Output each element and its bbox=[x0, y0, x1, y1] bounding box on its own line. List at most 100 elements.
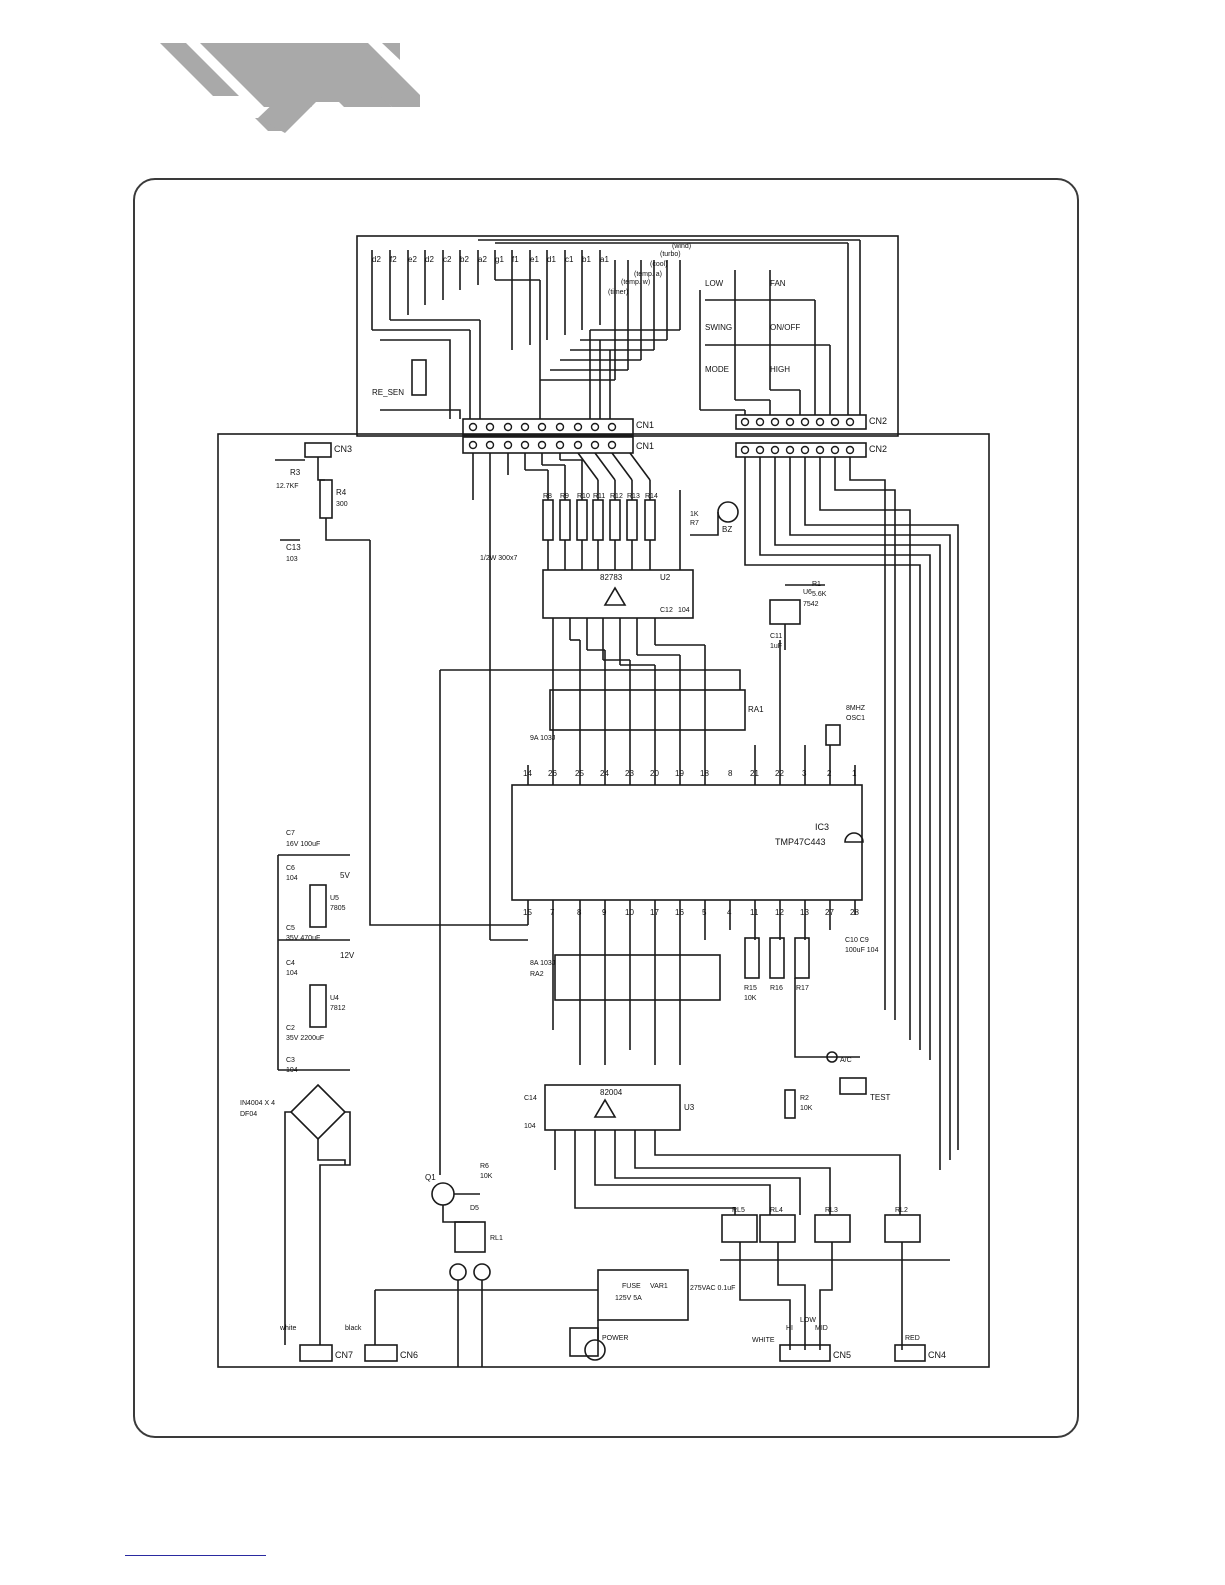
ic3-top-pin-13: 1 bbox=[852, 769, 857, 778]
c2-value: 35V 2200uF bbox=[286, 1035, 324, 1042]
speed-hi-label: HI bbox=[786, 1325, 793, 1332]
ic3-top-pin-11: 3 bbox=[802, 769, 807, 778]
c13-label: C13 bbox=[286, 543, 301, 552]
main-board-outline bbox=[217, 433, 990, 1368]
test-label: TEST bbox=[870, 1093, 891, 1102]
bridge-label: IN4004 X 4 bbox=[240, 1100, 275, 1107]
cn6-label: CN6 bbox=[400, 1350, 418, 1360]
ra2-resistor-array bbox=[554, 954, 721, 1001]
r2-value: 10K bbox=[800, 1105, 813, 1112]
u3-outputs bbox=[554, 1130, 901, 1215]
ic3-bottom-pin-10: 12 bbox=[775, 908, 784, 917]
relay-label-rl3: RL3 bbox=[825, 1207, 838, 1214]
c6-label: C6 bbox=[286, 865, 295, 872]
ic3-top-pin-3: 24 bbox=[600, 769, 609, 778]
fuse-value: 125V 5A bbox=[615, 1295, 642, 1302]
ic3-bottom-pin-2: 8 bbox=[577, 908, 582, 917]
cn4-label: CN4 bbox=[928, 1350, 946, 1360]
u4-part-label: 7812 bbox=[330, 1005, 346, 1012]
cn3-label: CN3 bbox=[334, 444, 352, 454]
c4-label: C4 bbox=[286, 960, 295, 967]
r4-label: R4 bbox=[336, 488, 347, 497]
connector-pins bbox=[468, 417, 855, 455]
ra1-resistor-array bbox=[549, 689, 746, 731]
relay-label-rl2: RL2 bbox=[895, 1207, 908, 1214]
ic3-top-pin-7: 18 bbox=[700, 769, 709, 778]
r14-label: R14 bbox=[645, 493, 658, 500]
wire-black-label: black bbox=[345, 1325, 362, 1332]
rail-12v-label: 12V bbox=[340, 951, 355, 960]
led-label-turbo: (turbo) bbox=[660, 251, 681, 258]
c4-value: 104 bbox=[286, 970, 298, 977]
buzzer-symbol bbox=[717, 501, 739, 523]
ic3-top-pin-5: 20 bbox=[650, 769, 659, 778]
cn1-label: CN1 bbox=[636, 420, 654, 430]
ic3-top-pin-6: 19 bbox=[675, 769, 684, 778]
ic3-bottom-pin-3: 9 bbox=[602, 908, 607, 917]
power-label: POWER bbox=[602, 1335, 628, 1342]
cn6-connector bbox=[364, 1344, 398, 1362]
r3-label: R3 bbox=[290, 468, 301, 477]
ic3-bottom-pin-5: 17 bbox=[650, 908, 659, 917]
power-supply-wiring bbox=[277, 854, 351, 1345]
u5-label: U5 bbox=[330, 895, 339, 902]
ic3-bottom-pin-7: 5 bbox=[702, 908, 707, 917]
key-label-fan: FAN bbox=[770, 279, 786, 288]
ic3-label: IC3 bbox=[815, 822, 829, 832]
wire-white2-label: WHITE bbox=[752, 1337, 775, 1344]
key-label-mode: MODE bbox=[705, 365, 729, 374]
sensor-label: RE_SEN bbox=[372, 388, 404, 397]
seg-label-3: d2 bbox=[425, 255, 434, 264]
r12-label: R12 bbox=[610, 493, 623, 500]
r2-resistor bbox=[784, 1089, 796, 1119]
r6-label: R6 bbox=[480, 1163, 489, 1170]
r7-label: R7 bbox=[690, 520, 699, 527]
r17-label: R17 bbox=[796, 985, 809, 992]
c9-c10-value: 100uF 104 bbox=[845, 947, 879, 954]
seg-label-9: e1 bbox=[530, 255, 539, 264]
c2-label: C2 bbox=[286, 1025, 295, 1032]
c3-label: C3 bbox=[286, 1057, 295, 1064]
ic3-bottom-pin-1: 7 bbox=[550, 908, 555, 917]
content-frame bbox=[133, 178, 1079, 1438]
u3-label: U3 bbox=[684, 1103, 695, 1112]
ic3-part-label: TMP47C443 bbox=[775, 837, 826, 847]
relay-label-rl4: RL4 bbox=[770, 1207, 783, 1214]
led-label-timer: (timer) bbox=[608, 289, 628, 296]
u3-buffer-symbol bbox=[593, 1098, 617, 1118]
r1-value: 5.6K bbox=[812, 591, 827, 598]
c6-value: 104 bbox=[286, 875, 298, 882]
ra1-value: 9A 103J bbox=[530, 735, 555, 742]
led-lines bbox=[540, 260, 681, 419]
seg-label-5: b2 bbox=[460, 255, 469, 264]
key-label-onoff: ON/OFF bbox=[770, 323, 800, 332]
varistor-label: VAR1 bbox=[650, 1283, 668, 1290]
ic3-bottom-pin-0: 15 bbox=[523, 908, 532, 917]
ic3-bottom-pin-9: 11 bbox=[750, 908, 759, 917]
buzzer-label: BZ bbox=[722, 525, 732, 534]
relay-label-rl1: RL1 bbox=[490, 1235, 503, 1242]
schematic-labels: CN1 CN1 CN2 CN2 CN3 CN4 CN5 CN6 CN7 d2 f… bbox=[240, 243, 946, 1360]
ic3-bottom-pin-13: 28 bbox=[850, 908, 859, 917]
bridge-alt-label: DF04 bbox=[240, 1111, 257, 1118]
led-label-wind: (wind) bbox=[672, 243, 691, 250]
c11-label: C11 bbox=[770, 633, 782, 640]
power-lamp bbox=[584, 1339, 606, 1361]
display-board-outline bbox=[356, 235, 899, 437]
c5-value: 35V 470uF bbox=[286, 935, 320, 942]
u6-reset-ic bbox=[769, 599, 801, 625]
ic3-bottom-pin-12: 27 bbox=[825, 908, 834, 917]
footer-rule bbox=[125, 1555, 266, 1556]
key-label-low: LOW bbox=[705, 279, 724, 288]
ic3-bottom-pin-11: 13 bbox=[800, 908, 809, 917]
fuse-label: FUSE bbox=[622, 1283, 641, 1290]
speed-low-label: LOW bbox=[800, 1317, 816, 1324]
cn1-main-label: CN1 bbox=[636, 441, 654, 451]
relays bbox=[454, 1214, 921, 1253]
oscillator-symbol bbox=[825, 724, 841, 746]
cn2-main-connector bbox=[735, 442, 867, 458]
cn4-connector bbox=[894, 1344, 926, 1362]
ic3-top-pin-10: 22 bbox=[775, 769, 784, 778]
u3-driver-ic bbox=[544, 1084, 681, 1131]
u5-part-label: 7805 bbox=[330, 905, 346, 912]
